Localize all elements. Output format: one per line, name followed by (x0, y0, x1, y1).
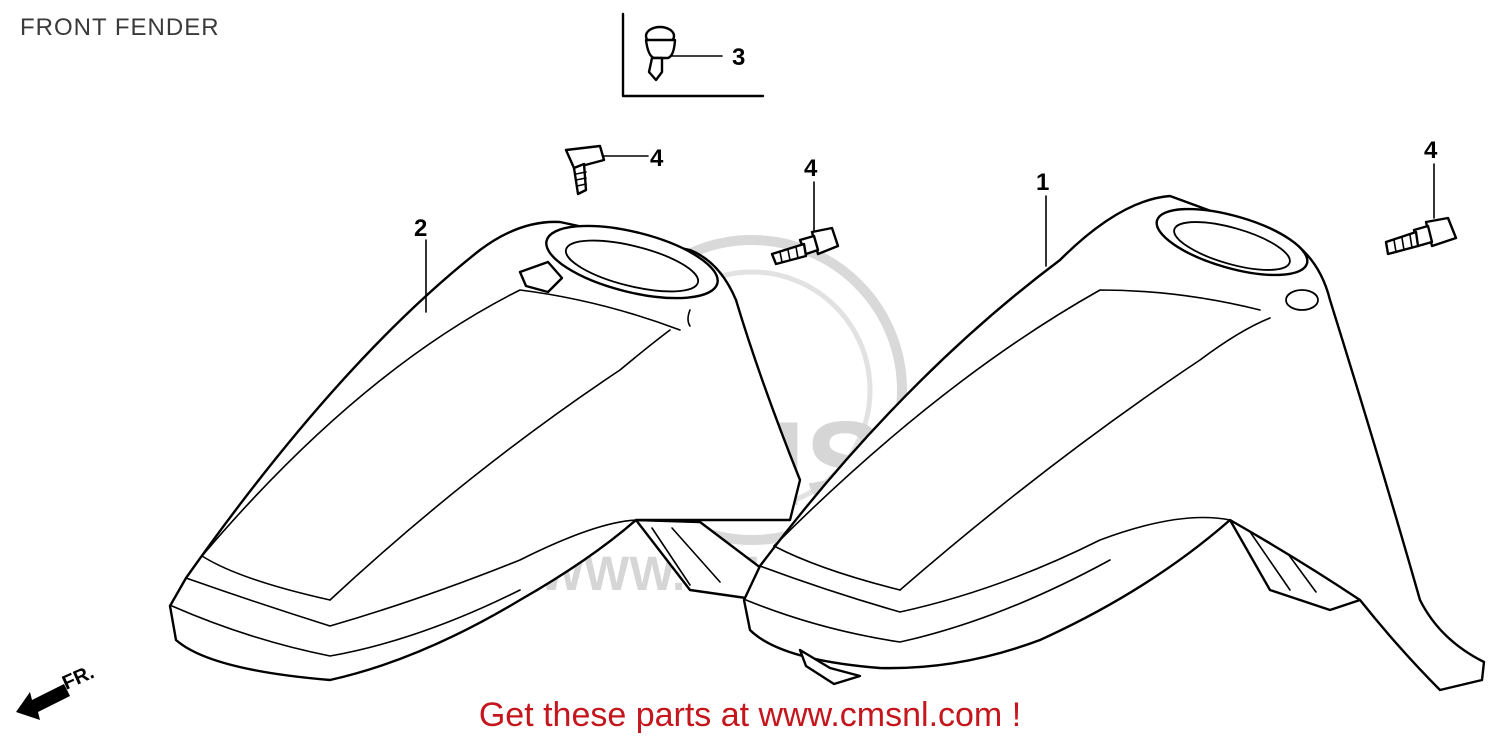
callout-3: 3 (732, 44, 745, 71)
page-title: FRONT FENDER (20, 14, 220, 41)
bolt-part-4-right (1384, 163, 1458, 256)
callout-4-left: 4 (650, 145, 664, 172)
callout-4-right: 4 (1424, 137, 1438, 164)
bolt-part-4-left (564, 144, 649, 196)
clip-part-3 (644, 25, 723, 82)
callout-1: 1 (1036, 169, 1049, 196)
promo-link[interactable]: Get these parts at www.cmsnl.com ! (478, 696, 1022, 734)
front-direction-label: FR. (59, 661, 97, 694)
callout-4-middle: 4 (804, 155, 818, 182)
bolt-part-4-middle (770, 181, 840, 266)
callout-2: 2 (414, 215, 427, 242)
fender-part-2 (168, 220, 802, 682)
inset-box (621, 12, 765, 98)
fender-part-1 (742, 194, 1486, 692)
